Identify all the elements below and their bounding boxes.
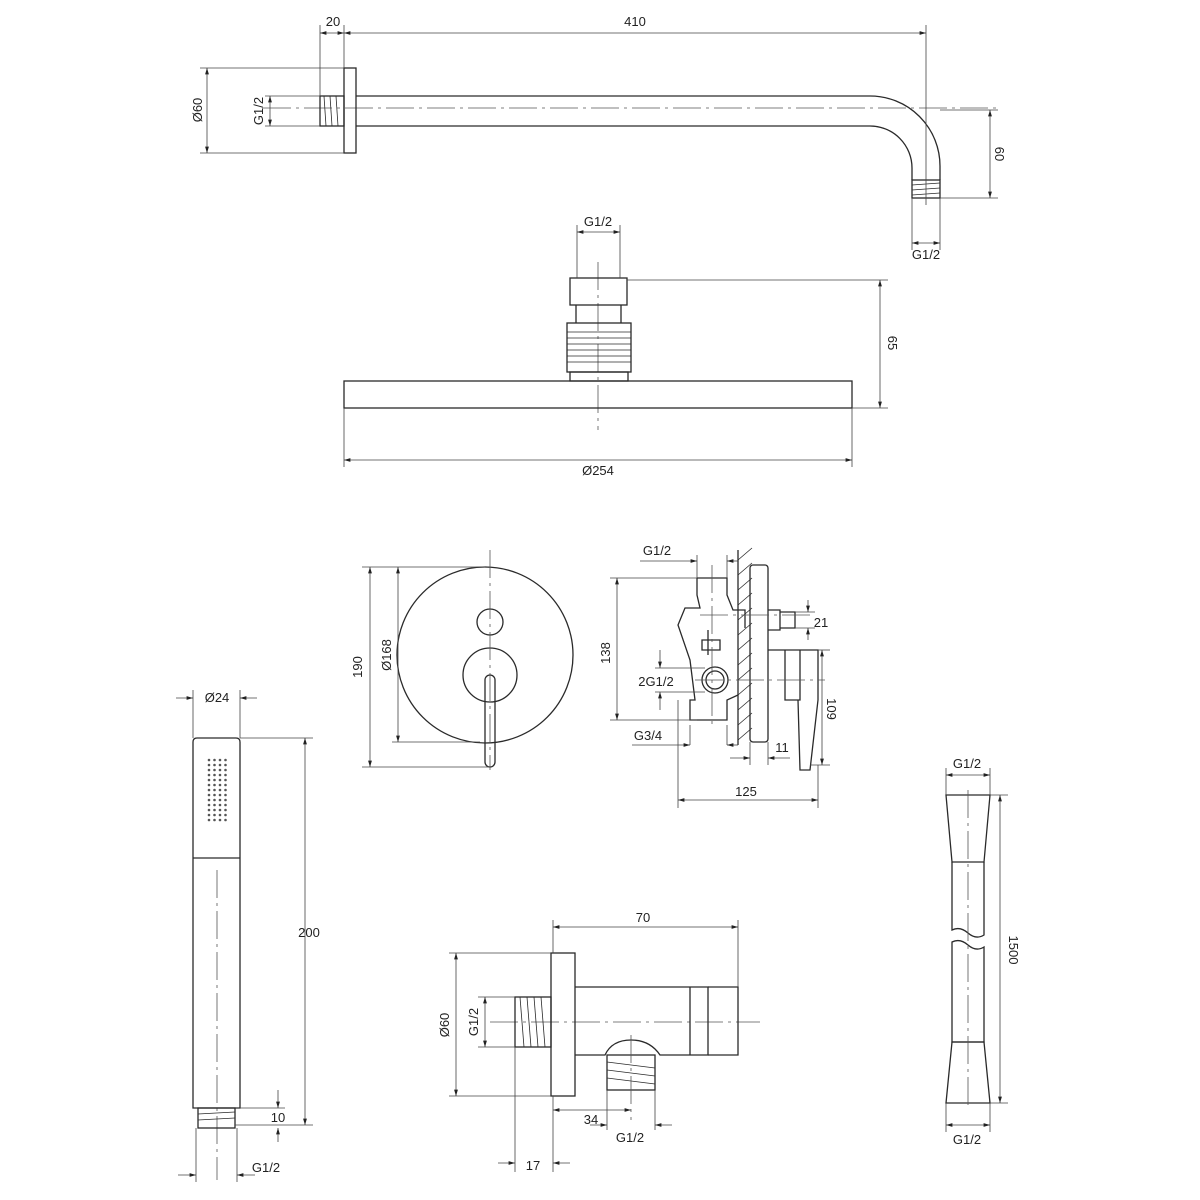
nozzle-dot	[213, 783, 216, 787]
dim-elbow-inlet-thread: G1/2	[466, 1008, 481, 1036]
nozzle-dot	[224, 768, 227, 772]
dim-head-inlet-thread: G1/2	[584, 214, 612, 229]
nozzle-dot	[213, 768, 216, 772]
nozzle-dot	[207, 758, 211, 762]
nozzle-dot	[213, 758, 216, 762]
dim-arm-drop: 60	[992, 147, 1007, 161]
nozzle-dot	[207, 808, 211, 812]
nozzle-dot	[218, 798, 222, 802]
nozzle-dot	[224, 793, 227, 797]
dim-flange-diameter: Ø60	[190, 98, 205, 123]
dim-valve-depth: 125	[735, 784, 757, 799]
dim-hand-length: 200	[298, 925, 320, 940]
nozzle-dot	[213, 793, 216, 797]
hand-shower: Ø24 200 10 G1/2	[176, 690, 320, 1182]
nozzle-dot	[218, 768, 222, 772]
nozzle-dot	[218, 758, 222, 762]
dim-valve-side-thread: 2G1/2	[638, 674, 673, 689]
nozzle-dot	[207, 798, 211, 802]
dim-head-diameter: Ø254	[582, 463, 614, 478]
nozzle-dot	[207, 813, 211, 817]
nozzle-dot	[224, 788, 227, 792]
nozzle-dot	[218, 773, 222, 777]
dim-hand-thread-length: 10	[271, 1110, 285, 1125]
dim-handle-height: 109	[824, 698, 839, 720]
dim-hose-bottom-thread: G1/2	[953, 1132, 981, 1147]
dim-hose-top-thread: G1/2	[953, 756, 981, 771]
dim-elbow-outlet-offset: 34	[584, 1112, 598, 1127]
dim-elbow-length: 70	[636, 910, 650, 925]
nozzle-dot	[224, 813, 227, 817]
nozzle-dot	[213, 818, 216, 822]
nozzle-dot	[224, 808, 227, 812]
shower-arm: 20 410 Ø60 G1/2 60 G1/2	[190, 14, 1007, 262]
nozzle-dot	[224, 778, 227, 782]
nozzle-dot	[224, 783, 227, 787]
nozzle-dot	[218, 778, 222, 782]
nozzle-dot	[213, 798, 216, 802]
dim-flange-depth: 20	[326, 14, 340, 29]
wall-elbow: 70 Ø60 G1/2 34 G1/2 17	[437, 910, 760, 1173]
nozzle-dot	[224, 773, 227, 777]
nozzle-dot	[213, 778, 216, 782]
nozzle-dot	[224, 763, 227, 767]
nozzle-dot	[213, 763, 216, 767]
nozzle-dot	[218, 803, 222, 807]
dim-outlet-thread: G1/2	[912, 247, 940, 262]
dim-hose-length: 1500	[1006, 936, 1021, 965]
dim-wall-thread: G1/2	[251, 97, 266, 125]
dim-elbow-thread-depth: 17	[526, 1158, 540, 1173]
shower-head: G1/2 65 Ø254	[343, 214, 900, 478]
nozzle-dot	[207, 773, 211, 777]
nozzle-dot	[218, 813, 222, 817]
dim-hand-diameter: Ø24	[205, 690, 230, 705]
nozzle-dot	[207, 788, 211, 792]
nozzle-dot	[218, 788, 222, 792]
dim-hand-thread: G1/2	[252, 1160, 280, 1175]
nozzle-dot	[207, 763, 211, 767]
dim-plate-height: 190	[350, 656, 365, 678]
nozzle-dot	[213, 808, 216, 812]
dim-valve-outlet: 21	[814, 615, 828, 630]
nozzle-dot	[207, 803, 211, 807]
mixer-plate: 190 Ø168	[350, 550, 574, 770]
nozzle-dot	[207, 768, 211, 772]
nozzle-dot	[213, 773, 216, 777]
nozzle-dot	[218, 783, 222, 787]
nozzle-dot	[224, 798, 227, 802]
nozzle-dot	[207, 793, 211, 797]
shower-hose: G1/2 1500 G1/2	[945, 756, 1021, 1147]
nozzle-dot	[213, 803, 216, 807]
nozzle-dot	[213, 788, 216, 792]
dim-valve-bottom-thread: G3/4	[634, 728, 662, 743]
nozzle-dot	[213, 813, 216, 817]
dim-valve-height: 138	[598, 642, 613, 664]
dim-plate-depth: 11	[775, 740, 789, 755]
dim-valve-top-thread: G1/2	[643, 543, 671, 558]
nozzle-dot	[224, 803, 227, 807]
nozzle-dot	[218, 818, 222, 822]
dim-elbow-flange-diameter: Ø60	[437, 1013, 452, 1038]
nozzle-dot	[224, 818, 227, 822]
dim-plate-diameter: Ø168	[379, 639, 394, 671]
valve-body: G1/2 138 21 2G1/2 109 G3/4 11 125	[598, 543, 839, 808]
dim-head-height: 65	[885, 336, 900, 350]
nozzle-dot	[218, 793, 222, 797]
nozzle-dot	[207, 778, 211, 782]
nozzle-dot	[218, 763, 222, 767]
spray-nozzles	[207, 758, 227, 822]
nozzle-dot	[224, 758, 227, 762]
nozzle-dot	[207, 783, 211, 787]
dim-arm-length: 410	[624, 14, 646, 29]
nozzle-dot	[207, 818, 211, 822]
nozzle-dot	[218, 808, 222, 812]
dim-elbow-outlet-thread: G1/2	[616, 1130, 644, 1145]
